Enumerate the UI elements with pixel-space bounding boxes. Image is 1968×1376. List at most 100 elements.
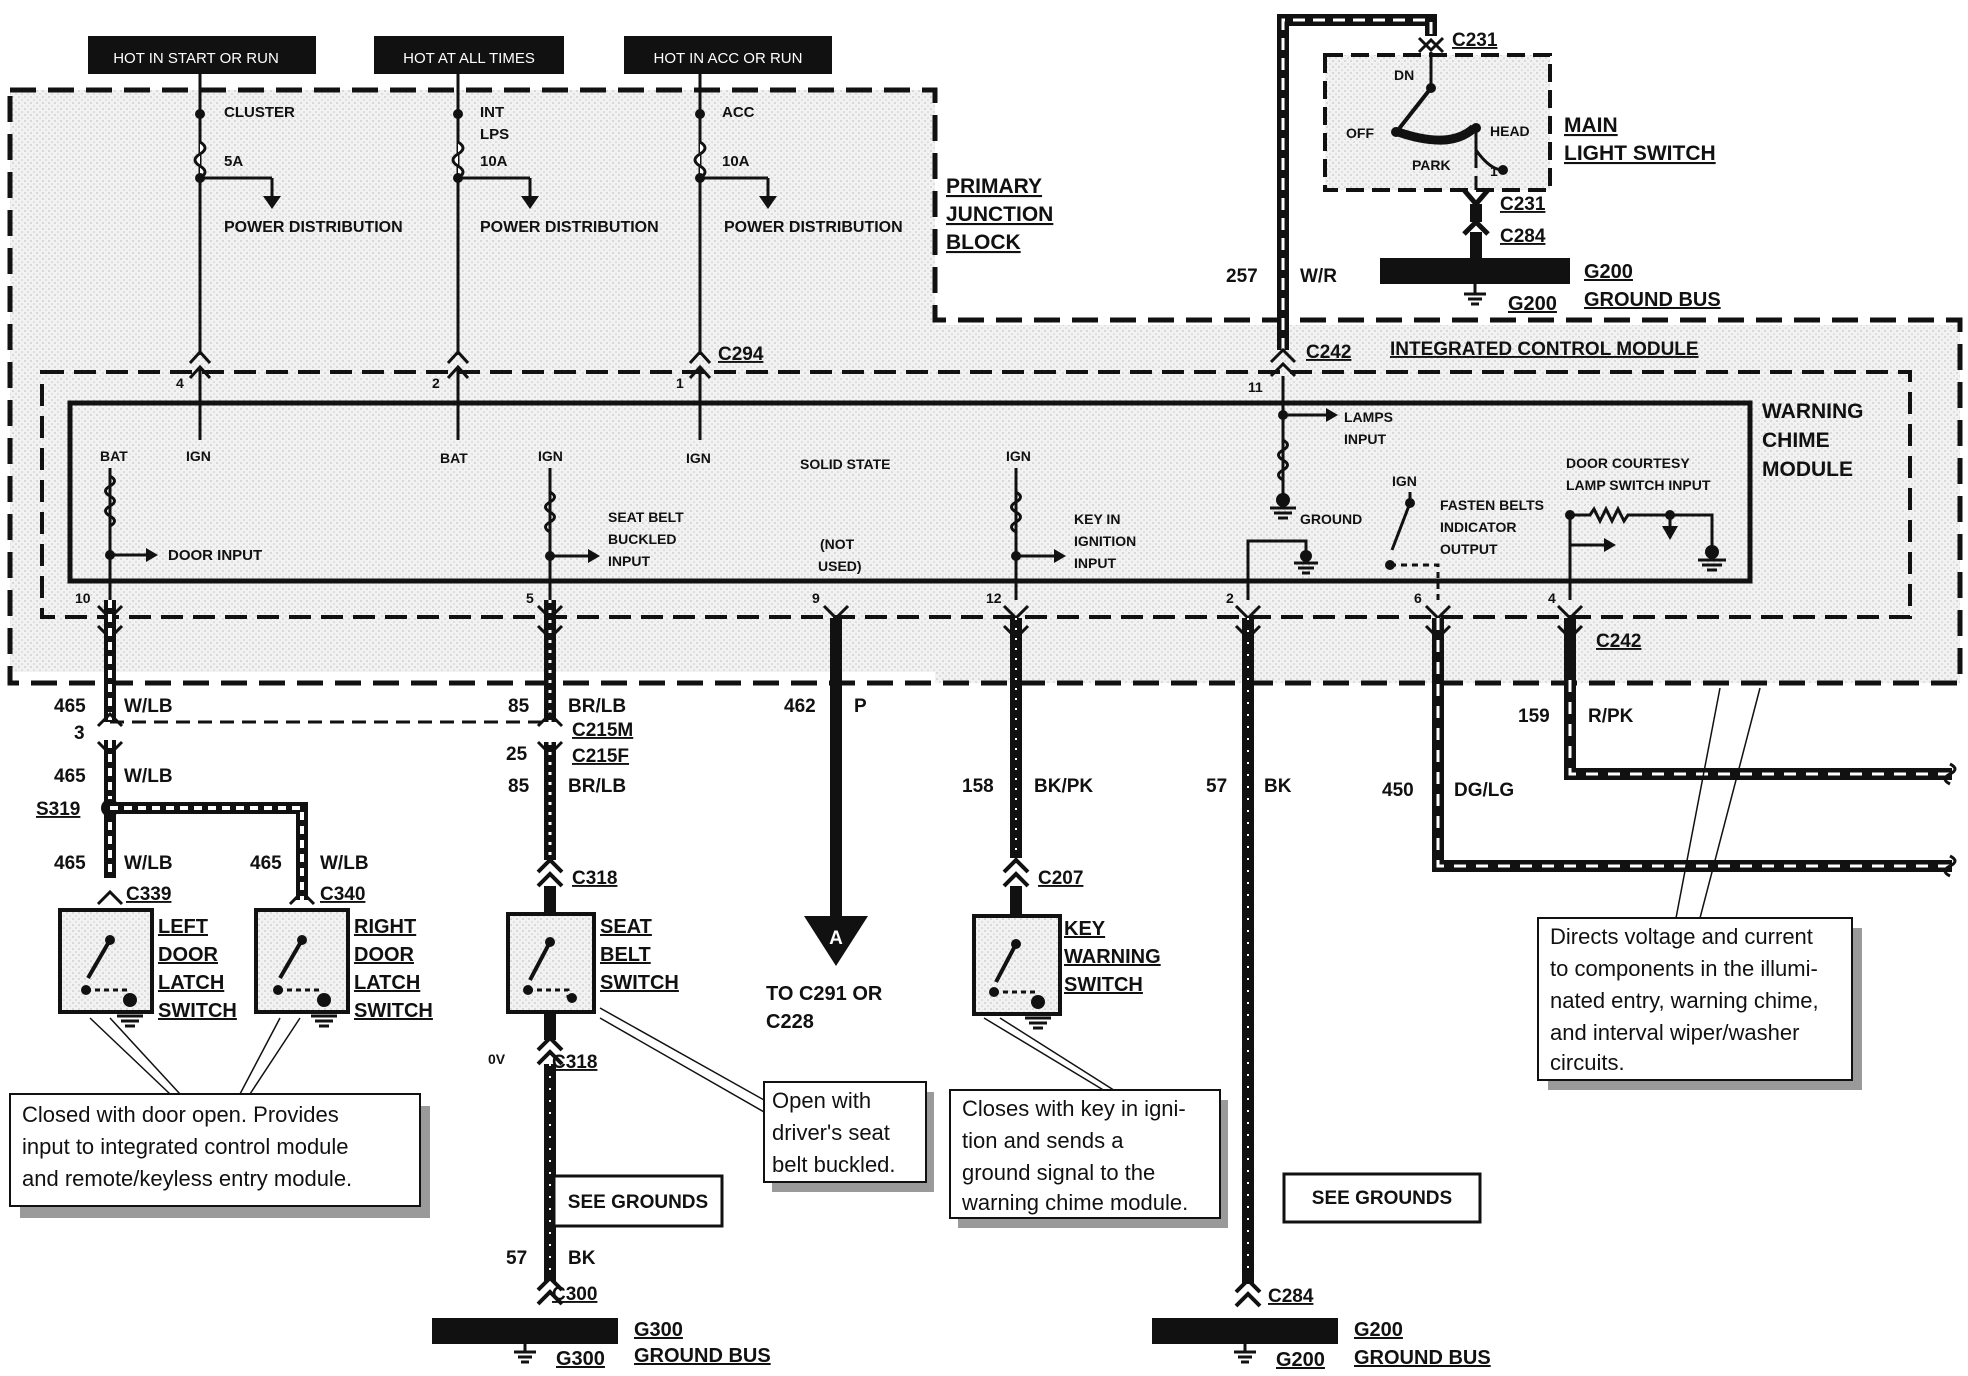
- warning-chime-module-label: CHIME: [1762, 429, 1830, 452]
- light-switch-title: LIGHT SWITCH: [1564, 142, 1716, 165]
- arrow-down-icon: [521, 196, 539, 209]
- note-line: Directs voltage and current: [1550, 924, 1813, 949]
- arrow-right-icon: [588, 549, 600, 563]
- fuse-icon: [693, 140, 707, 180]
- key-input-label: INPUT: [1074, 555, 1116, 571]
- pin-number: 1: [1490, 163, 1498, 179]
- power-label-all-times: HOT AT ALL TIMES: [374, 36, 564, 74]
- fuse-acc: ACC 10A POWER DISTRIBUTION: [693, 74, 903, 355]
- seat-belt-ground-wire: 0V C318 57 BK C300: [488, 1012, 597, 1306]
- note-line: warning chime module.: [961, 1190, 1188, 1215]
- note-line: circuits.: [1550, 1050, 1625, 1075]
- wire-number: 450: [1382, 780, 1414, 801]
- fuse-name: ACC: [722, 104, 755, 121]
- ground-label: G200: [1354, 1319, 1403, 1341]
- pin-number: 11: [1248, 379, 1263, 395]
- seat-belt-input-label: BUCKLED: [608, 531, 676, 547]
- seat-belt-input-label: SEAT BELT: [608, 509, 684, 525]
- off-page-letter: A: [829, 928, 843, 949]
- light-switch-title: MAIN: [1564, 114, 1618, 137]
- connector-label: C215M: [572, 720, 633, 741]
- junction-block-label: JUNCTION: [946, 203, 1053, 226]
- fuse-name: LPS: [480, 126, 509, 143]
- pin-number: 3: [74, 723, 85, 744]
- left-door-latch-switch: LEFT DOOR LATCH SWITCH: [58, 908, 237, 1028]
- connector-label: C284: [1268, 1286, 1314, 1307]
- arrow-down-icon: [263, 196, 281, 209]
- to-connector-label: TO C291 OR: [766, 983, 883, 1005]
- connector-label: C300: [552, 1284, 597, 1305]
- switch-label: BELT: [600, 944, 651, 966]
- switch-position-label: DN: [1394, 67, 1414, 83]
- integrated-control-module-label: INTEGRATED CONTROL MODULE: [1390, 339, 1699, 360]
- wire-break-icon: [1943, 762, 1957, 786]
- ground-label: G200: [1584, 261, 1633, 283]
- wire-number: 57: [506, 1248, 527, 1269]
- fasten-belts-label: INDICATOR: [1440, 519, 1516, 535]
- wire-257: 257 W/R 11 C242: [1226, 14, 1437, 440]
- off-page-connector-icon: [804, 916, 868, 966]
- ign-label: IGN: [1006, 448, 1031, 464]
- power-label-acc-run: HOT IN ACC OR RUN: [624, 36, 832, 74]
- power-distribution-label: POWER DISTRIBUTION: [724, 219, 903, 236]
- note-line: driver's seat: [772, 1120, 890, 1145]
- fuse-rating: 10A: [480, 153, 508, 170]
- door-courtesy-circuit: DOOR COURTESY LAMP SWITCH INPUT: [1565, 455, 1726, 600]
- wire-number: 465: [54, 696, 86, 717]
- connector-label: C284: [1500, 226, 1546, 247]
- wire-color: W/LB: [124, 696, 173, 717]
- arrow-right-icon: [1054, 549, 1066, 563]
- see-grounds-box-right: SEE GROUNDS: [1282, 1172, 1482, 1224]
- note-line: and remote/keyless entry module.: [22, 1166, 352, 1191]
- switch-label: SWITCH: [354, 1000, 433, 1022]
- see-grounds-box-left: SEE GROUNDS: [552, 1174, 724, 1228]
- wire-465: 465 W/LB 3 465 W/LB S319 465 W/LB 465 W/…: [36, 600, 550, 906]
- key-warning-switch: KEY WARNING SWITCH: [972, 914, 1161, 1030]
- wire-color: BR/LB: [568, 696, 626, 717]
- wire-number: 85: [508, 776, 530, 797]
- fuse-name: CLUSTER: [224, 104, 295, 121]
- switch-position-label: HEAD: [1490, 123, 1530, 139]
- ground-label: G200: [1508, 293, 1557, 315]
- resistor-icon: [1277, 438, 1289, 482]
- connector-label: C231: [1452, 30, 1498, 51]
- wire-number: 462: [784, 696, 816, 717]
- junction-block-shading: [10, 90, 935, 672]
- ign-label: IGN: [1392, 473, 1417, 489]
- switch-contact-icon: [86, 938, 112, 980]
- bat-label: BAT: [100, 448, 128, 464]
- ign-label: IGN: [538, 448, 563, 464]
- switch-label: SWITCH: [600, 972, 679, 994]
- arrow-right-icon: [1326, 408, 1338, 422]
- connector-label: C207: [1038, 868, 1083, 889]
- ground-g300: G300 GROUND BUS G300: [432, 1318, 771, 1370]
- see-grounds-label: SEE GROUNDS: [1312, 1188, 1452, 1209]
- arrow-down-icon: [1662, 526, 1678, 540]
- switch-contact-icon: [994, 943, 1018, 983]
- seat-belt-switch: SEAT BELT SWITCH: [506, 912, 679, 1014]
- wire-color: BK/PK: [1034, 776, 1093, 797]
- power-label-text: HOT AT ALL TIMES: [403, 50, 535, 67]
- voltage-label: 0V: [488, 1051, 506, 1067]
- switch-label: KEY: [1064, 918, 1106, 940]
- ground-bus-label: GROUND BUS: [1354, 1347, 1491, 1369]
- note-line: nated entry, warning chime,: [1550, 988, 1819, 1013]
- wire-color: BR/LB: [568, 776, 626, 797]
- switch-position-label: PARK: [1412, 157, 1451, 173]
- note-line: and interval wiper/washer: [1550, 1020, 1799, 1045]
- wire-number: 465: [54, 766, 86, 787]
- ground-label: G300: [634, 1319, 683, 1341]
- arrow-right-icon: [146, 548, 158, 562]
- note-line: tion and sends a: [962, 1128, 1124, 1153]
- wire-color: R/PK: [1588, 706, 1634, 727]
- door-input-label: DOOR INPUT: [168, 547, 262, 564]
- main-light-switch: DN OFF HEAD PARK 1 C231 MAIN LIGHT SWITC…: [1323, 30, 1716, 192]
- wire-color: DG/LG: [1454, 780, 1514, 801]
- note-line: belt buckled.: [772, 1152, 896, 1177]
- key-input-circuit: KEY IN IGNITION INPUT: [1010, 468, 1136, 600]
- wire-number: 158: [962, 776, 994, 797]
- wire-450: 450 DG/LG: [1382, 618, 1957, 878]
- solid-state-label: SOLID STATE: [800, 456, 890, 472]
- switch-label: WARNING: [1064, 946, 1161, 968]
